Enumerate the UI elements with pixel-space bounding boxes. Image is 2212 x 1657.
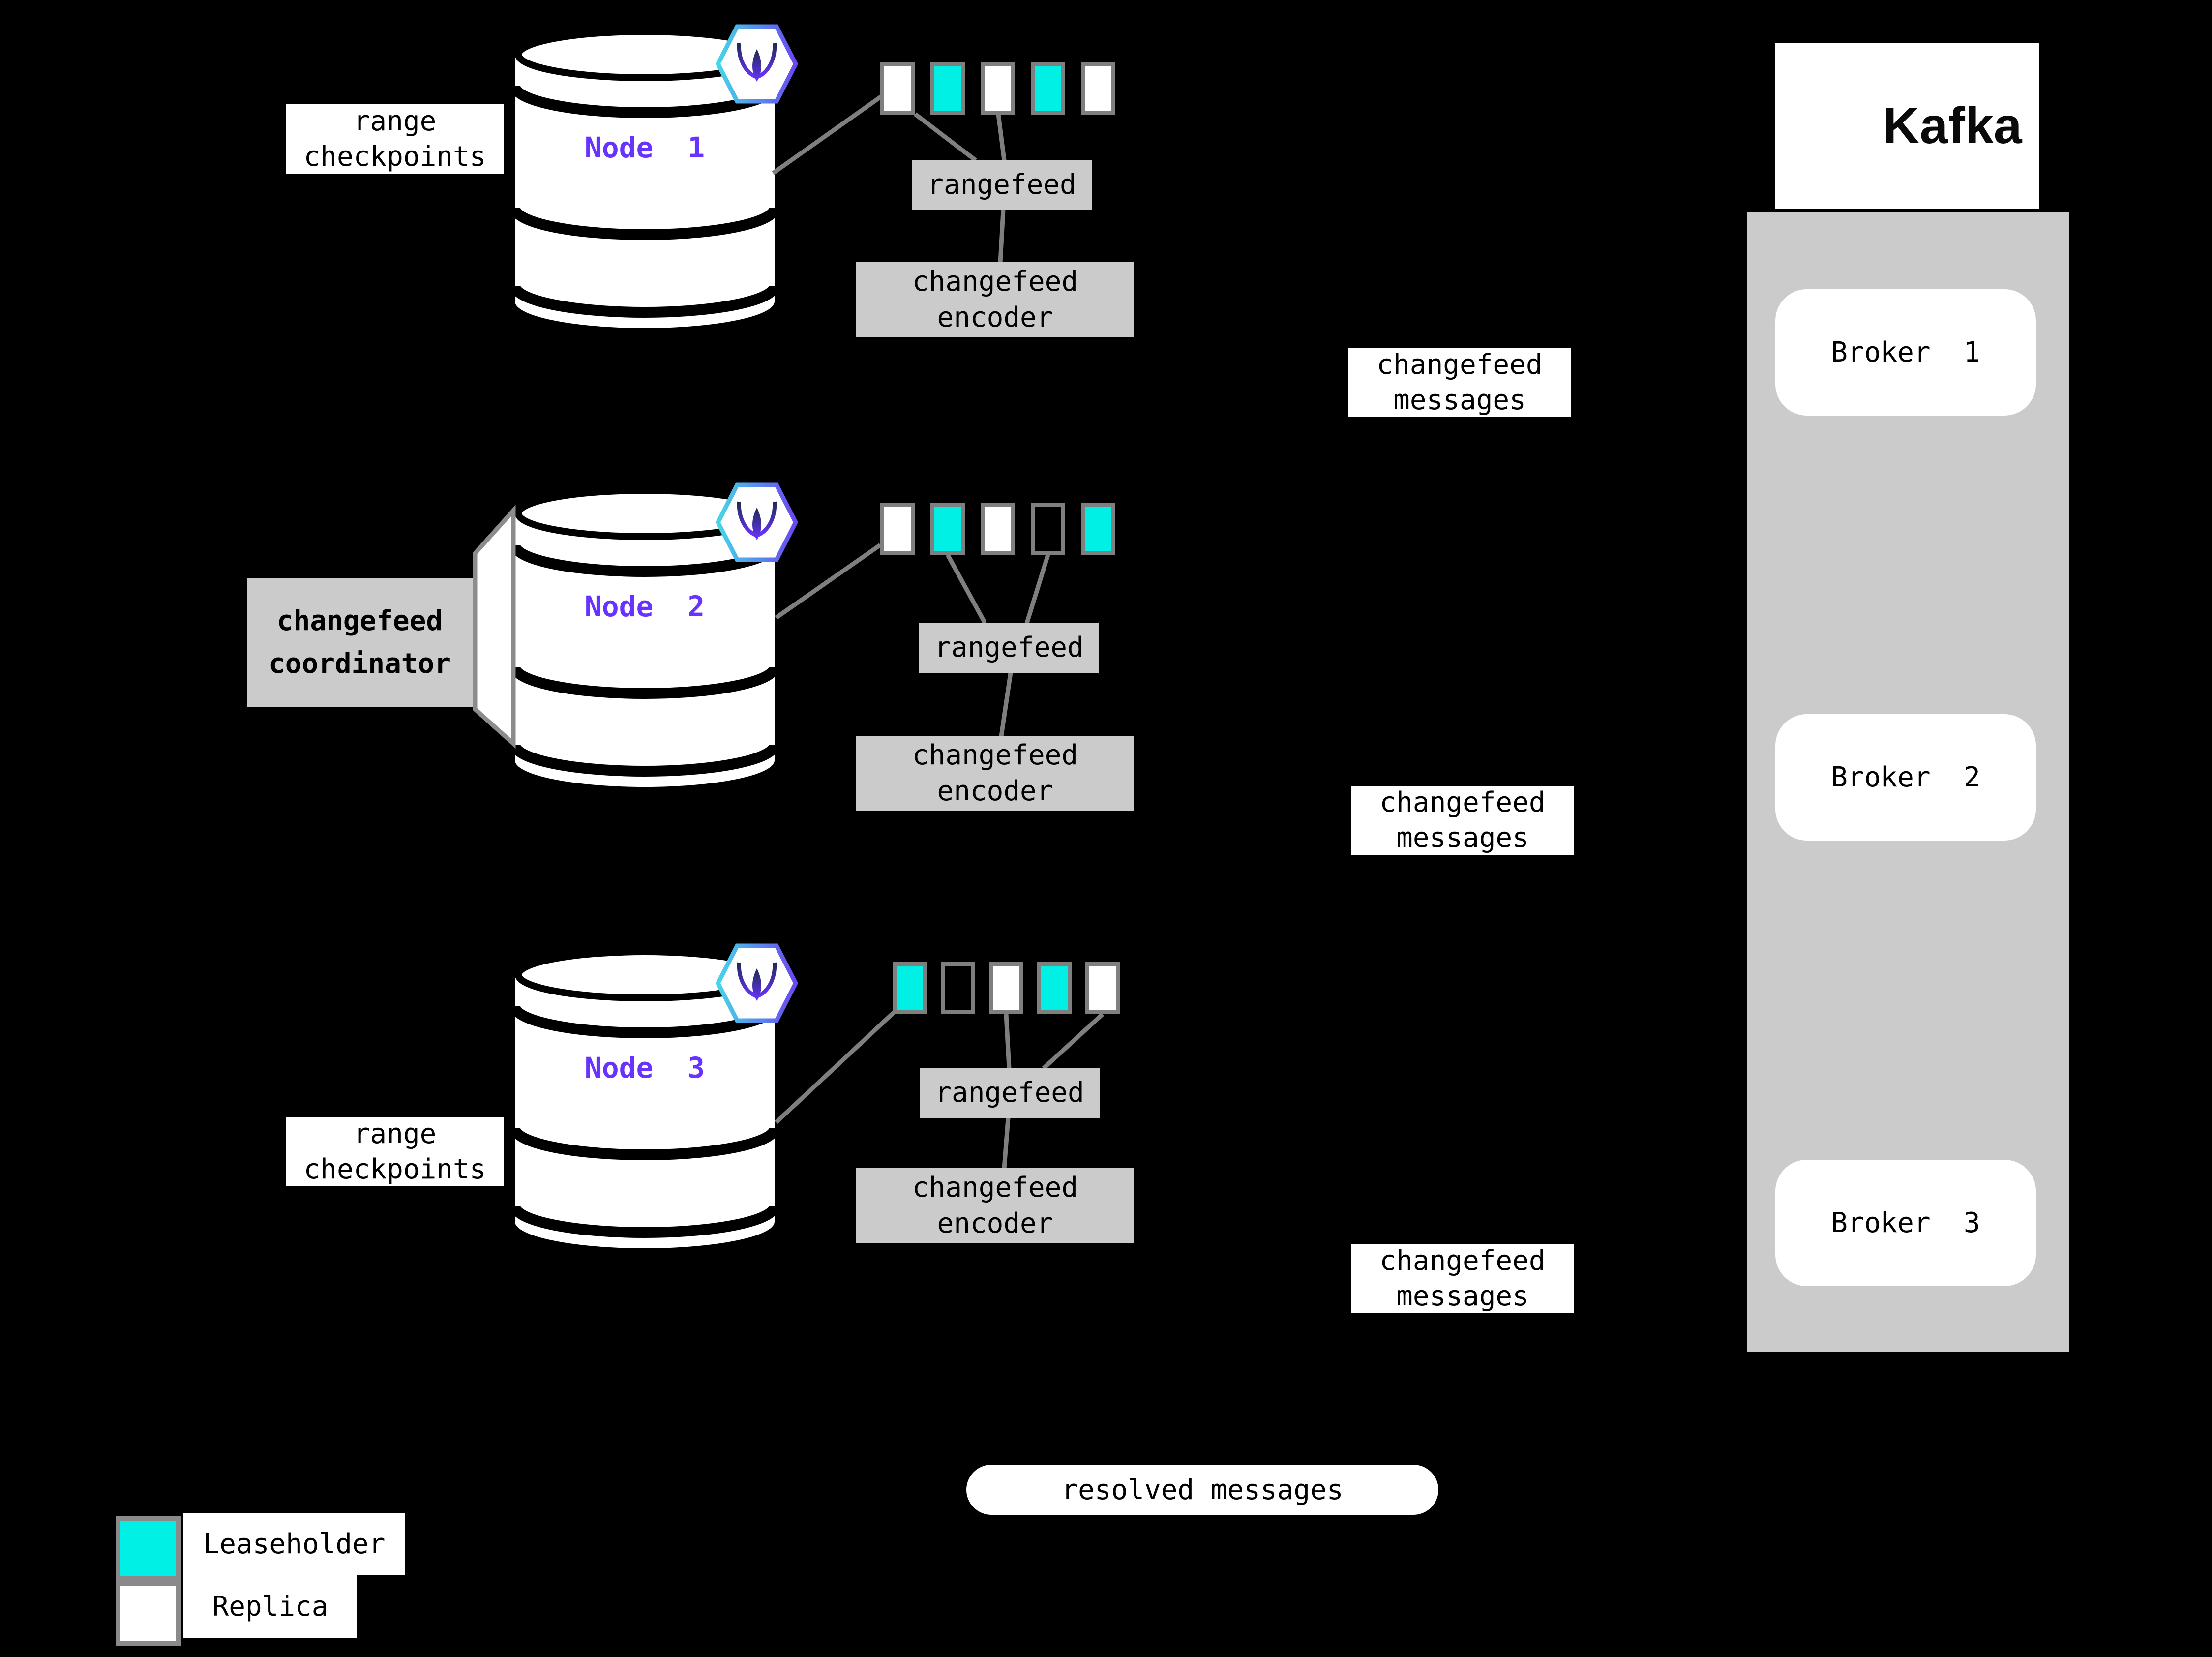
- node3-range-squares: [893, 962, 1120, 1014]
- range-leaseholder-square: [930, 503, 965, 555]
- node3-crdb-hexagon-icon: [715, 943, 799, 1023]
- range-checkpoints-label-2: range checkpoints: [286, 1117, 504, 1186]
- broker-1-box: Broker 1: [1775, 289, 2036, 416]
- range-to-rangefeed2-line2: [1024, 554, 1050, 624]
- rangefeed-box-1: rangefeed: [912, 160, 1092, 210]
- legend-replica-swatch: [116, 1581, 181, 1646]
- node1-crdb-hexagon-icon: [715, 24, 799, 104]
- kafka-title: Kafka: [1883, 97, 2022, 154]
- rangefeed-box-3: rangefeed: [920, 1068, 1100, 1118]
- range-leaseholder-square: [930, 62, 965, 115]
- node1-cylinder-icon: [509, 28, 780, 328]
- range-replica-square: [989, 962, 1023, 1014]
- broker-3-box: Broker 3: [1775, 1160, 2036, 1286]
- rangefeed2-to-encoder2-line: [999, 672, 1013, 737]
- node1-range-squares: [880, 62, 1115, 115]
- node2-crdb-hexagon-icon: [715, 482, 799, 562]
- node2-range-squares: [880, 503, 1115, 555]
- changefeed-coordinator-label: changefeed coordinator: [247, 578, 473, 707]
- node2-to-range-line: [775, 543, 882, 620]
- range-replica-square: [981, 503, 1015, 555]
- broker-2-box: Broker 2: [1775, 714, 2036, 841]
- resolved-messages-pill: resolved messages: [966, 1465, 1438, 1515]
- coordinator-pointer-shape: [473, 505, 516, 749]
- node3-label: Node 3: [584, 1051, 705, 1085]
- changefeed-encoder-box-3: changefeed encoder: [856, 1168, 1134, 1243]
- changefeed-messages-label-2: changefeed messages: [1351, 786, 1574, 855]
- changefeed-messages-label-3: changefeed messages: [1351, 1244, 1574, 1313]
- range-leaseholder-square: [893, 962, 927, 1014]
- node1-label: Node 1: [584, 131, 705, 164]
- rangefeed-box-2: rangefeed: [919, 623, 1099, 673]
- range-replica-square: [1081, 62, 1115, 115]
- range-to-rangefeed1-line2: [996, 114, 1007, 161]
- node3-to-range-line: [774, 1010, 896, 1124]
- range-to-rangefeed3-line2: [1042, 1012, 1105, 1070]
- range-to-rangefeed1-line: [914, 112, 977, 162]
- range-leaseholder-square: [1081, 503, 1115, 555]
- range-replica-square: [880, 62, 915, 115]
- connector-lines: [772, 94, 1105, 1169]
- range-leaseholder-square: [1031, 62, 1065, 115]
- range-replica-square: [981, 62, 1015, 115]
- node3-cylinder-icon: [509, 948, 780, 1248]
- changefeed-messages-label-1: changefeed messages: [1348, 348, 1571, 417]
- kafka-logo-box: Kafka: [1775, 43, 2039, 209]
- range-replica-square: [1085, 962, 1120, 1014]
- range-empty-square: [941, 962, 975, 1014]
- range-leaseholder-square: [1037, 962, 1072, 1014]
- legend-leaseholder-swatch: [116, 1516, 181, 1581]
- range-checkpoints-label-1: range checkpoints: [286, 104, 504, 174]
- rangefeed3-to-encoder3-line: [1002, 1117, 1011, 1169]
- range-empty-square: [1031, 503, 1065, 555]
- range-replica-square: [880, 503, 915, 555]
- changefeed-encoder-box-1: changefeed encoder: [856, 262, 1134, 337]
- node2-label: Node 2: [584, 590, 705, 623]
- node1-to-range-line: [772, 94, 883, 175]
- legend-replica-label: Replica: [183, 1575, 357, 1638]
- changefeed-encoder-box-2: changefeed encoder: [856, 736, 1134, 811]
- legend-leaseholder-label: Leaseholder: [183, 1513, 405, 1575]
- range-to-rangefeed2-line: [946, 553, 987, 625]
- rangefeed1-to-encoder1-line: [998, 210, 1006, 263]
- range-to-rangefeed3-line: [1004, 1014, 1012, 1069]
